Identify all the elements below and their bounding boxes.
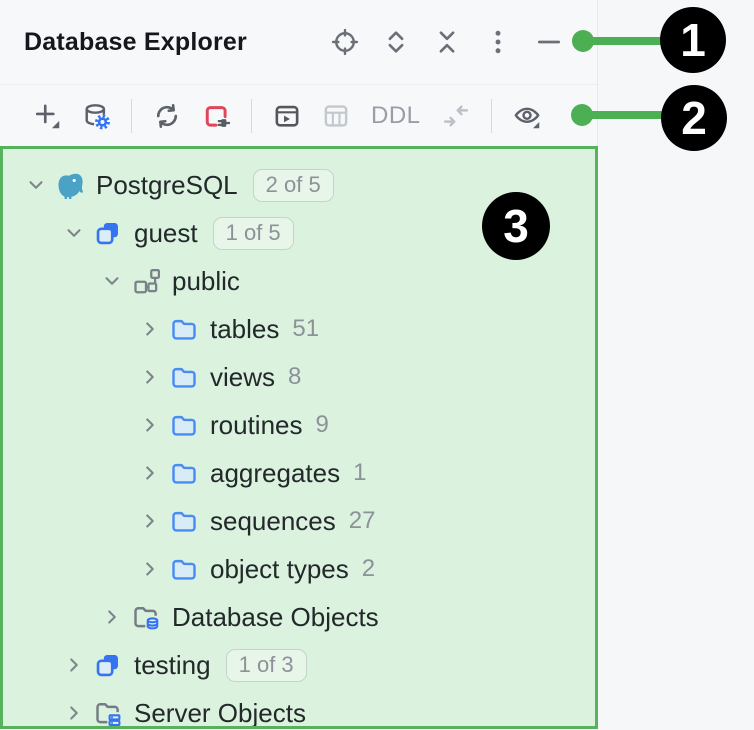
database-icon [94, 219, 122, 247]
folder-icon [170, 363, 198, 391]
chevron-down-icon[interactable] [25, 174, 47, 196]
chevron-right-icon[interactable] [139, 510, 161, 532]
item-count: 8 [288, 363, 302, 390]
connection-badge: 1 of 3 [225, 648, 307, 682]
item-count: 9 [315, 411, 329, 438]
folder-icon [170, 459, 198, 487]
tree-row-routines[interactable]: routines 9 [3, 401, 595, 449]
expand-all-icon[interactable] [382, 28, 410, 56]
tree-row-label: Server Objects [134, 697, 306, 728]
refresh-icon[interactable] [153, 102, 181, 130]
tree-row-label: public [172, 265, 240, 296]
tree-row-postgresql[interactable]: PostgreSQL 2 of 5 [3, 161, 595, 209]
explorer-toolbar: DDL [0, 85, 598, 146]
jump-to-console-icon [442, 102, 470, 130]
preview-icon[interactable] [513, 102, 541, 130]
tree-row-public[interactable]: public [3, 257, 595, 305]
query-console-icon[interactable] [273, 102, 301, 130]
tree-row-label: routines [210, 409, 303, 440]
new-item-icon[interactable] [33, 102, 61, 130]
tree-row-label: sequences [210, 505, 336, 536]
more-options-icon[interactable] [484, 28, 512, 56]
callout-2-line [579, 111, 673, 119]
chevron-right-icon[interactable] [63, 702, 85, 724]
tree-row-testing[interactable]: testing 1 of 3 [3, 641, 595, 689]
toolbar-separator [490, 98, 492, 133]
toolbar-separator [251, 98, 252, 133]
database-explorer-panel: Database Explorer DDL [0, 0, 598, 730]
tree-row-label: object types [210, 553, 349, 584]
item-count: 2 [361, 555, 376, 582]
tree-row-label: Database Objects [172, 601, 379, 632]
tree-row-label: aggregates [210, 457, 341, 488]
chevron-right-icon[interactable] [139, 558, 161, 580]
tree-row-label: guest [134, 217, 198, 248]
tree-row-label: tables [210, 313, 280, 344]
tree-row-label: PostgreSQL [96, 169, 238, 200]
item-count: 27 [348, 507, 376, 534]
tree-row-views[interactable]: views 8 [3, 353, 595, 401]
tree-row-sequences[interactable]: sequences 27 [3, 497, 595, 545]
folder-icon [170, 507, 198, 535]
chevron-down-icon[interactable] [63, 222, 85, 244]
item-count: 51 [292, 315, 320, 342]
schema-icon [132, 267, 160, 295]
tree-row-guest[interactable]: guest 1 of 5 [3, 209, 595, 257]
callout-3-number: 3 [503, 200, 529, 252]
ddl-button: DDL [371, 101, 421, 129]
chevron-right-icon[interactable] [139, 462, 161, 484]
callout-2-number: 2 [681, 92, 707, 144]
tree-row-label: views [210, 361, 276, 392]
folder-icon [170, 315, 198, 343]
panel-title-bar: Database Explorer [0, 0, 597, 85]
title-bar-actions [331, 0, 563, 84]
tree-row-object-types[interactable]: object types 2 [3, 545, 595, 593]
database-icon [94, 651, 122, 679]
chevron-right-icon[interactable] [63, 654, 85, 676]
panel-title: Database Explorer [24, 27, 247, 56]
connection-badge: 2 of 5 [252, 168, 334, 202]
connection-badge: 1 of 5 [212, 216, 294, 250]
callout-2-badge: 2 [661, 85, 727, 151]
disconnect-icon[interactable] [202, 102, 230, 130]
chevron-right-icon[interactable] [101, 606, 123, 628]
table-view-icon [322, 102, 350, 130]
hide-panel-icon[interactable] [535, 28, 563, 56]
callout-1-badge: 1 [660, 7, 726, 73]
folder-icon [170, 555, 198, 583]
chevron-right-icon[interactable] [139, 366, 161, 388]
callout-3-badge: 3 [482, 192, 550, 260]
tree-row-aggregates[interactable]: aggregates 1 [3, 449, 595, 497]
folder-server-icon [94, 699, 122, 727]
tree-row-database-objects[interactable]: Database Objects [3, 593, 595, 641]
tree-row-label: testing [134, 649, 211, 680]
postgresql-icon [56, 171, 84, 199]
chevron-right-icon[interactable] [139, 414, 161, 436]
callout-1-line [580, 37, 672, 45]
locate-icon[interactable] [331, 28, 359, 56]
tree-row-tables[interactable]: tables 51 [3, 305, 595, 353]
callout-1-number: 1 [680, 14, 706, 66]
folder-database-icon [132, 603, 160, 631]
tree-row-server-objects[interactable]: Server Objects [3, 689, 595, 728]
item-count: 1 [353, 459, 367, 486]
chevron-down-icon[interactable] [101, 270, 123, 292]
toolbar-separator [131, 98, 132, 133]
chevron-right-icon[interactable] [139, 318, 161, 340]
collapse-all-icon[interactable] [433, 28, 461, 56]
folder-icon [170, 411, 198, 439]
data-source-properties-icon[interactable] [82, 102, 110, 130]
